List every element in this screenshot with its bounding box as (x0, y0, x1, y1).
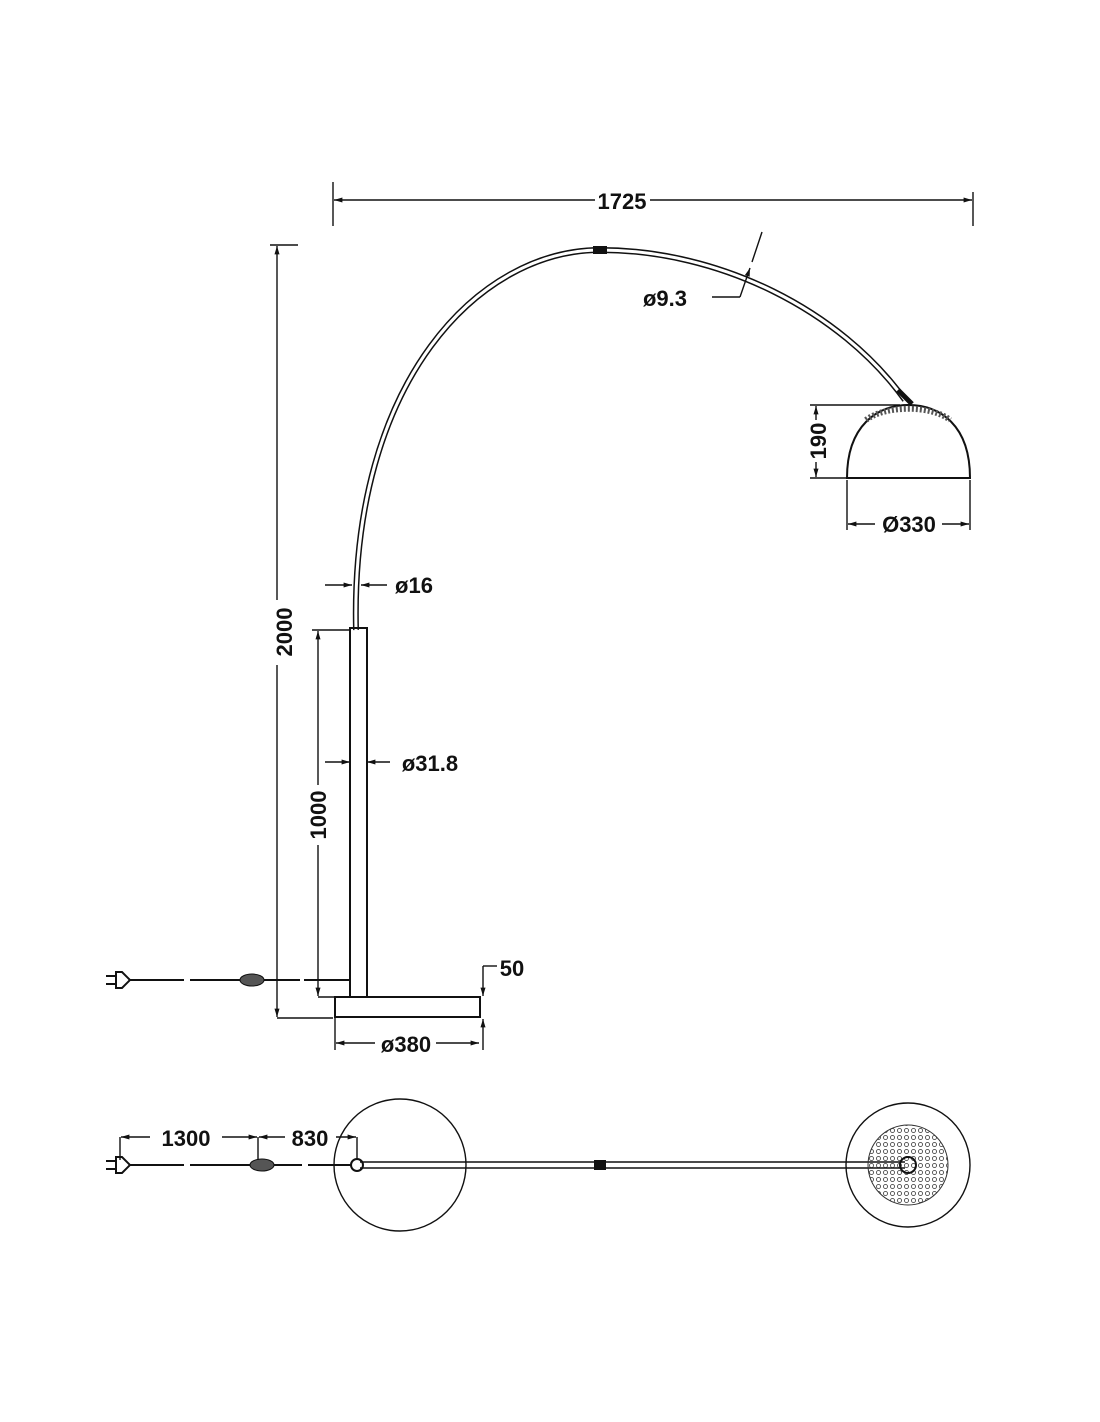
dimension-total-width: 1725 (332, 182, 974, 226)
label-total-height: 2000 (272, 608, 297, 657)
pole-top (350, 1158, 364, 1172)
label-cord-switch-to-base: 830 (292, 1126, 329, 1151)
dimension-total-height: 2000 (270, 244, 333, 1019)
dimension-shade-diameter: Ø330 (846, 480, 971, 537)
label-arc-tube-diameter: ø9.3 (643, 286, 687, 311)
label-cord-plug-to-switch: 1300 (162, 1126, 211, 1151)
arc-joint (593, 246, 607, 254)
dimension-lower-pole-diameter: ø31.8 (325, 751, 458, 776)
dimension-cord-switch-to-base: 830 (259, 1126, 358, 1160)
top-view (106, 1098, 971, 1232)
label-shade-diameter: Ø330 (882, 512, 936, 537)
plug-icon-top (115, 1156, 132, 1174)
label-upper-tube-diameter: ø16 (395, 573, 433, 598)
switch-icon-top (249, 1158, 275, 1172)
arc-tube (352, 246, 914, 631)
switch-icon (239, 973, 265, 987)
base-side (334, 996, 481, 1018)
power-cord-side (106, 971, 350, 989)
dimension-base-diameter: ø380 (334, 1018, 479, 1057)
label-shade-height: 190 (806, 423, 831, 460)
dimension-upper-tube-diameter: ø16 (325, 573, 433, 598)
dimension-cord-plug-to-switch: 1300 (119, 1126, 259, 1160)
lamp-shade (845, 403, 972, 479)
arc-joint-top (594, 1160, 606, 1170)
shade-perforation (867, 1124, 949, 1206)
dimension-arc-tube-diameter: ø9.3 (643, 231, 763, 311)
label-base-height: 50 (500, 956, 524, 981)
dimension-shade-height: 190 (806, 404, 900, 479)
base-top-circle (333, 1098, 467, 1232)
label-base-diameter: ø380 (381, 1032, 431, 1057)
label-total-width: 1725 (598, 189, 647, 214)
dimension-base-height: 50 (480, 956, 524, 1050)
dimension-lower-pole-height: 1000 (306, 629, 350, 998)
plug-icon (115, 971, 132, 989)
label-lower-pole-diameter: ø31.8 (402, 751, 458, 776)
lower-pole (349, 627, 368, 998)
label-lower-pole-height: 1000 (306, 791, 331, 840)
shade-top-circle (845, 1102, 971, 1228)
